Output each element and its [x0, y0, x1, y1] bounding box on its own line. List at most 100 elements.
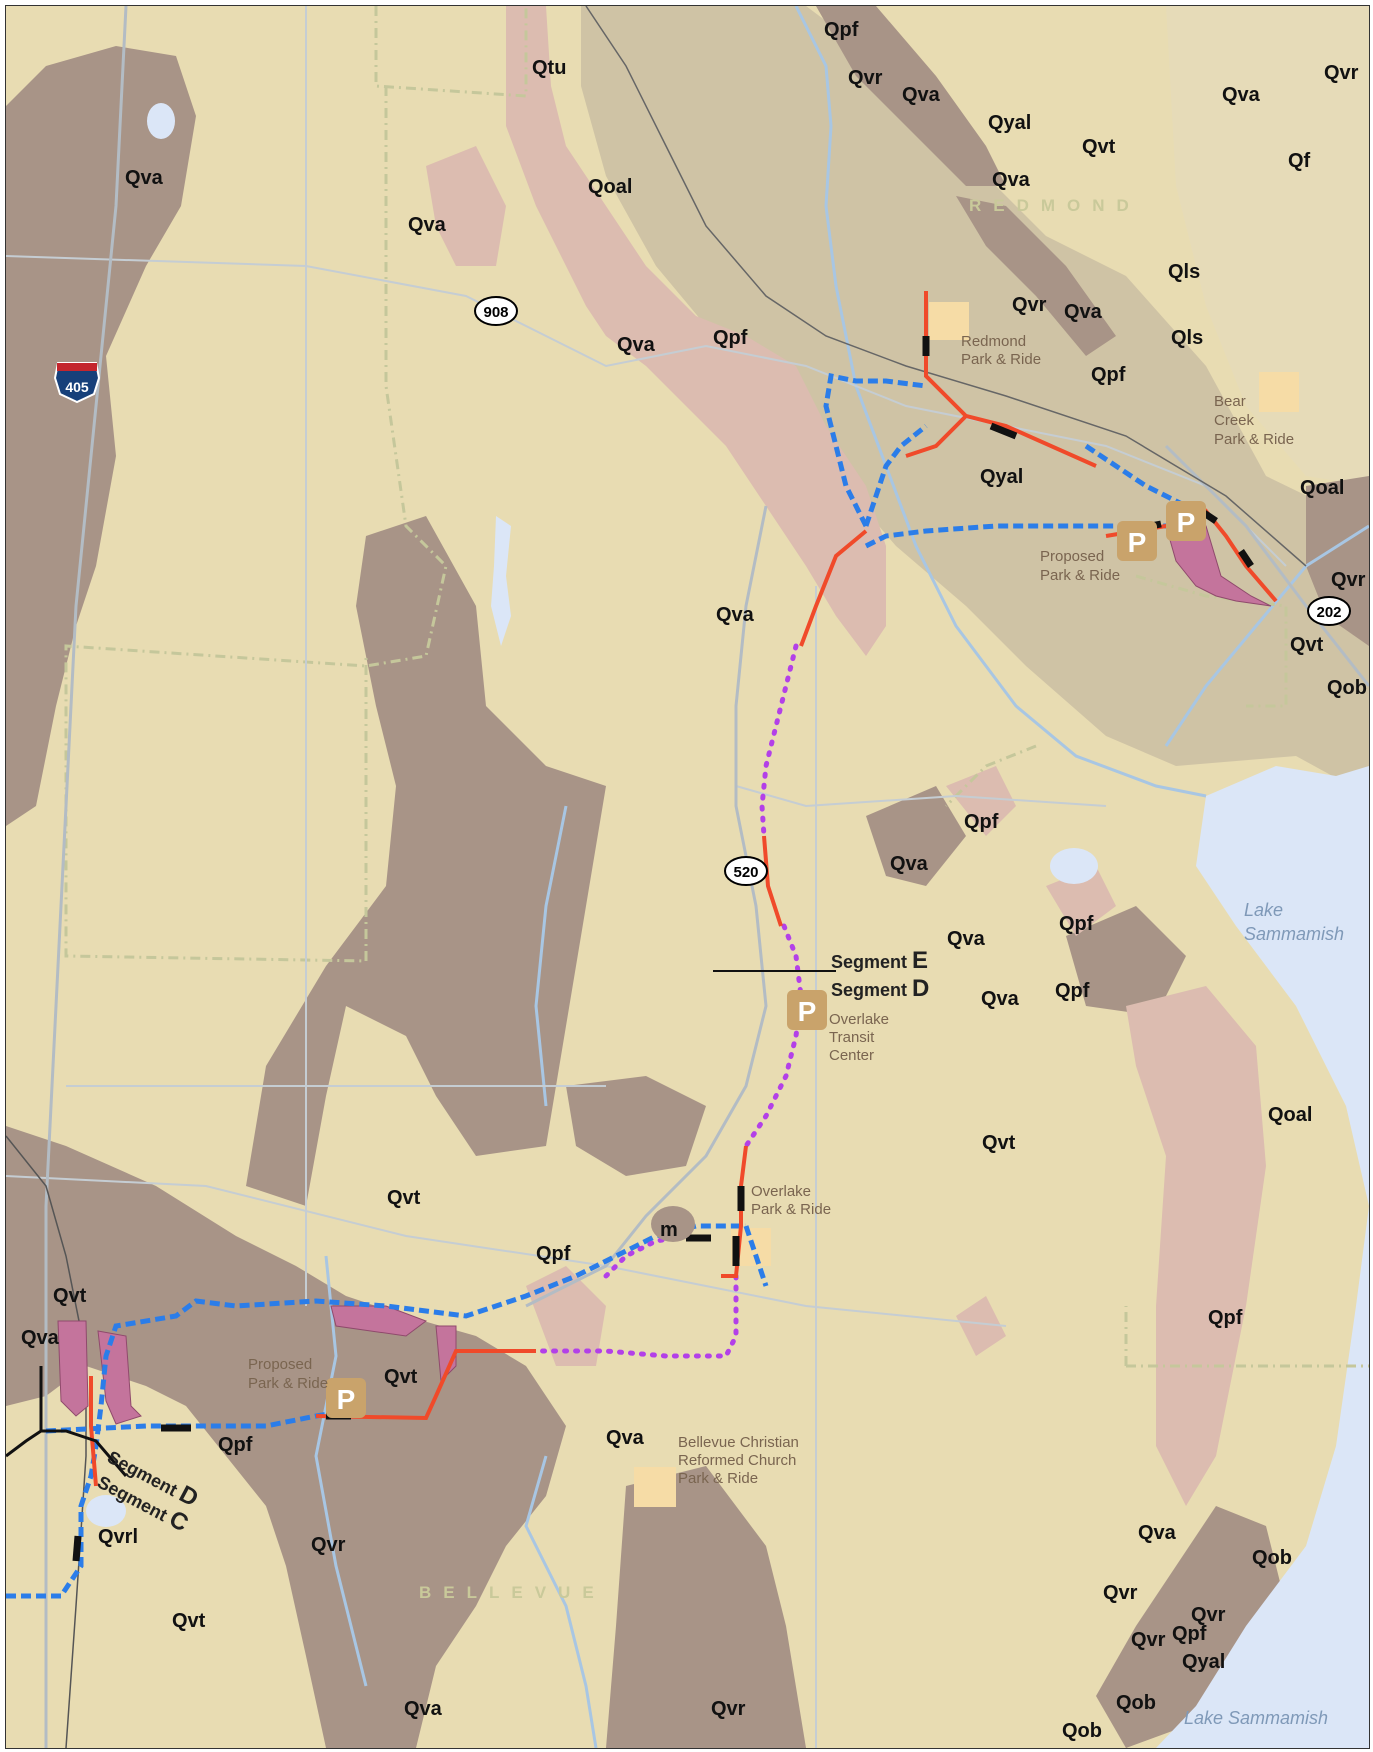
- unit-label: Qvr: [1191, 1604, 1226, 1626]
- sr908-number: 908: [483, 304, 508, 321]
- unit-label: Qva: [1222, 84, 1261, 106]
- label-proposed-pnr-west: Proposed Park & Ride: [248, 1356, 328, 1392]
- park-ride-bear-creek[interactable]: [1259, 372, 1299, 412]
- unit-label: Qvr: [1131, 1629, 1166, 1651]
- unit-label: Qva: [125, 167, 164, 189]
- unit-label: Qvt: [1290, 634, 1324, 656]
- lake-label-bottom: Lake Sammamish: [1184, 1708, 1328, 1728]
- lake-sammamish: [1156, 766, 1369, 1748]
- unit-label: Qvr: [1324, 62, 1359, 84]
- sr202-number: 202: [1316, 604, 1341, 621]
- lake-label-2: Sammamish: [1244, 924, 1344, 944]
- unit-label: Qob: [1062, 1720, 1102, 1742]
- unit-label: Qpf: [536, 1243, 571, 1265]
- city-boundaries: [64, 6, 1369, 1368]
- unit-label: Qva: [902, 84, 941, 106]
- city-bellevue: BELLEVUE: [419, 1583, 606, 1602]
- small-lake-north: [147, 103, 175, 139]
- unit-label: Qf: [1288, 150, 1311, 172]
- vashon-advance-units: [6, 6, 1369, 1748]
- sr520-number: 520: [733, 864, 758, 881]
- segment-boundary-dc: [6, 1429, 128, 1477]
- unit-label: Qtu: [532, 57, 566, 79]
- p-letter: P: [337, 1384, 356, 1415]
- unit-label: Qls: [1171, 327, 1203, 349]
- geologic-map: P P P P m 405 908 520 202 REDMOND BELLEV…: [5, 5, 1370, 1749]
- unit-label: Qob: [1116, 1692, 1156, 1714]
- segment-e-label: Segment E: [831, 947, 928, 974]
- unit-label: Qva: [617, 334, 656, 356]
- unit-label: Qvt: [53, 1285, 87, 1307]
- railroad-north: [585, 6, 1307, 567]
- proposed-pnr-east-1[interactable]: [1117, 521, 1157, 561]
- streams: [314, 6, 1369, 1748]
- p-letter: P: [1177, 507, 1196, 538]
- unit-label: Qls: [1168, 261, 1200, 283]
- shield-i405: 405: [53, 362, 101, 404]
- geologic-unit-labels: Qpf Qvr Qva Qva Qvr Qtu Qyal Qvt Qf Qva …: [21, 19, 1367, 1742]
- unit-label: Qoal: [1300, 477, 1344, 499]
- unit-label: Qoal: [588, 176, 632, 198]
- upland-east: [1166, 6, 1369, 486]
- small-lake-southwest: [86, 1495, 126, 1527]
- m-marker-area: [651, 1206, 695, 1242]
- unit-label: Qpf: [1208, 1307, 1243, 1329]
- unit-label: Qva: [1138, 1522, 1177, 1544]
- park-ride-redmond[interactable]: [929, 302, 969, 340]
- label-bellevue-christian-pnr: Bellevue Christian Reformed Church Park …: [678, 1434, 803, 1487]
- p-letter: P: [798, 996, 817, 1027]
- unit-label: Qvt: [387, 1187, 421, 1209]
- shield-sr520: 520: [724, 856, 768, 886]
- unit-label: Qvr: [1012, 294, 1047, 316]
- unit-label: Qyal: [988, 112, 1031, 134]
- map-canvas: P P P P m 405 908 520 202 REDMOND BELLEV…: [6, 6, 1369, 1748]
- unit-label: Qvr: [311, 1534, 346, 1556]
- valley-deposits: [581, 6, 1369, 796]
- unit-label: Qob: [1252, 1547, 1292, 1569]
- unit-label: Qoal: [1268, 1104, 1312, 1126]
- unit-label: Qva: [21, 1327, 60, 1349]
- shield-sr202: 202: [1307, 596, 1351, 626]
- proposed-pnr-east-2[interactable]: [1166, 501, 1206, 541]
- unit-label: Qvt: [384, 1366, 418, 1388]
- unit-label: Qvt: [172, 1610, 206, 1632]
- overlake-tc-symbol[interactable]: [787, 990, 827, 1030]
- label-overlake-pnr: Overlake Park & Ride: [751, 1183, 831, 1218]
- small-lake-central: [491, 516, 511, 646]
- segment-d-label: Segment D: [831, 975, 929, 1002]
- unit-label: Qpf: [1172, 1623, 1207, 1645]
- city-redmond: REDMOND: [969, 196, 1141, 215]
- label-proposed-pnr-east: Proposed Park & Ride: [1040, 548, 1120, 584]
- unit-label: Qpf: [1091, 364, 1126, 386]
- unit-label: Qva: [1064, 301, 1103, 323]
- unit-label: Qva: [890, 853, 929, 875]
- label-bear-creek-pnr: Bear Creek Park & Ride: [1214, 393, 1294, 448]
- unit-label: Qva: [408, 214, 447, 236]
- small-pond-east: [1050, 848, 1098, 884]
- peat-alluvium-units: [426, 6, 1266, 1506]
- label-redmond-pnr: Redmond Park & Ride: [961, 333, 1041, 368]
- label-overlake-tc: Overlake Transit Center: [829, 1011, 893, 1064]
- proposed-pnr-west[interactable]: [326, 1378, 366, 1418]
- unit-label: Qva: [992, 169, 1031, 191]
- unit-label: Qvr: [1103, 1582, 1138, 1604]
- unit-label: Qva: [606, 1427, 645, 1449]
- highways-lines: [44, 6, 1369, 1748]
- park-ride-bellevue-christian[interactable]: [634, 1467, 676, 1507]
- lake-label-1: Lake: [1244, 900, 1283, 920]
- unit-label: Qyal: [980, 466, 1023, 488]
- unit-label: Qvr: [848, 67, 883, 89]
- unit-label: Qva: [404, 1698, 443, 1720]
- unit-label: Qva: [716, 604, 755, 626]
- unit-label: Qob: [1327, 677, 1367, 699]
- unit-label: Qvt: [982, 1132, 1016, 1154]
- shield-sr908: 908: [474, 296, 518, 326]
- m-marker: m: [660, 1219, 678, 1241]
- unit-label: Qyal: [1182, 1651, 1225, 1673]
- i405-number: 405: [65, 379, 89, 395]
- unit-label: Qvr: [711, 1698, 746, 1720]
- proposed-pnr-symbols[interactable]: P P P P: [326, 501, 1206, 1418]
- unit-label: Qvt: [1082, 136, 1116, 158]
- unit-label: Qpf: [713, 327, 748, 349]
- unit-label: Qpf: [1059, 913, 1094, 935]
